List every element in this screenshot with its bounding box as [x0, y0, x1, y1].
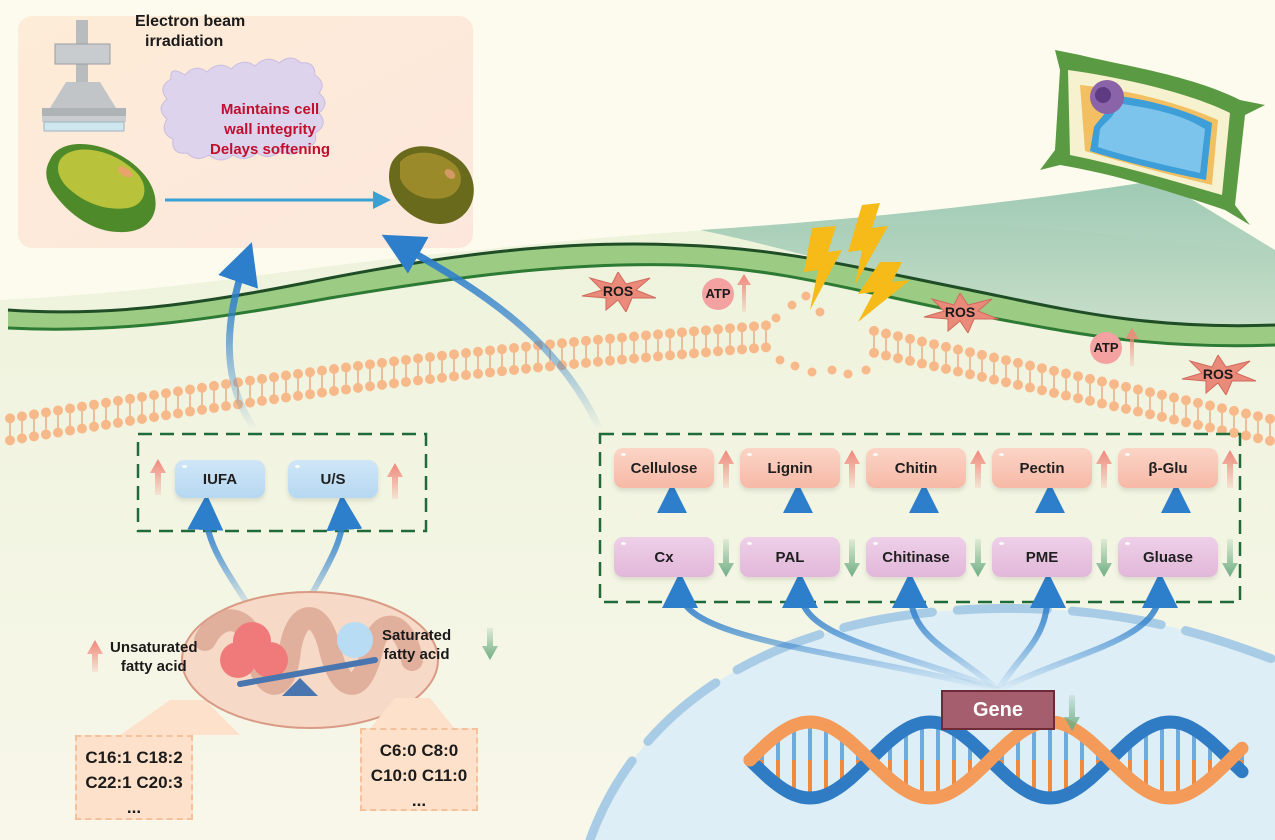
fatty-acid-to-bean-arrow — [218, 242, 259, 433]
dna-strand-orange — [743, 715, 1249, 805]
gene-to-enzyme-arrow — [782, 572, 1000, 693]
atp-label: ATP — [705, 286, 731, 301]
effect-cloud — [160, 57, 326, 161]
enzyme-box-gluase: Gluase — [1118, 537, 1218, 577]
gene-to-enzyme-arrow — [996, 572, 1178, 693]
fatty-acid-example: C16:1 C18:2 — [85, 748, 183, 767]
component-box-cellulose: Cellulose — [614, 448, 714, 488]
lipid-bilayer — [5, 291, 1275, 446]
fatty-acid-example: ... — [126, 798, 142, 817]
treatment-label-line2: irradiation — [145, 33, 224, 50]
cell-wall-outer-edge — [7, 242, 1275, 328]
atp-up-arrow-icon — [1090, 328, 1139, 366]
enzyme-box-pme: PME — [992, 537, 1092, 577]
ros-star-icon — [923, 293, 999, 333]
plant-cell-icon — [1040, 50, 1265, 225]
fatty-acid-example: ... — [411, 791, 427, 810]
index-box-iufa: IUFA — [175, 460, 265, 498]
radiation-lightning-icon — [804, 203, 910, 322]
box-label: Gluase — [1142, 548, 1194, 566]
ros-star-icon — [581, 272, 657, 312]
atp-label: ATP — [1093, 340, 1119, 355]
component-box-chitin: Chitin — [866, 448, 966, 488]
treated-bean-icon — [389, 146, 474, 224]
effect-line: wall integrity — [224, 121, 316, 138]
treatment-label: Electron beam irradiation — [135, 12, 245, 52]
atp-up-arrow-icon — [702, 274, 751, 312]
ros-marker: ROS — [1178, 355, 1258, 395]
box-label: Pectin — [1019, 459, 1065, 477]
unsaturated-label: Unsaturated fatty acid — [110, 638, 198, 676]
mitochondrion — [181, 591, 439, 729]
box-label: Chitinase — [882, 548, 950, 566]
ros-marker: ROS — [578, 272, 658, 312]
extracellular-region — [700, 180, 1275, 341]
dna-strand-blue — [743, 715, 1249, 805]
box-label: β-Glu — [1148, 459, 1188, 477]
unsaturated-examples-box: C16:1 C18:2 C22:1 C20:3 ... — [75, 735, 193, 820]
nuclear-envelope — [585, 603, 1275, 840]
saturated-label: Saturated fatty acid — [382, 626, 451, 664]
ros-label: ROS — [944, 304, 976, 320]
ros-label: ROS — [602, 283, 634, 299]
electron-beam-device-icon — [42, 20, 126, 132]
box-label: Cx — [654, 548, 674, 566]
fresh-bean-icon — [46, 143, 156, 233]
ros-star-icon — [1181, 355, 1257, 395]
box-label: Lignin — [767, 459, 813, 477]
saturated-callout — [365, 698, 460, 735]
effect-text: Maintains cell wall integrity Delays sof… — [190, 100, 350, 160]
gene-box: Gene — [941, 690, 1055, 730]
saturated-label-line1: Saturated — [382, 627, 452, 644]
treatment-label-line1: Electron beam — [135, 13, 246, 30]
enzyme-box-pal: PAL — [740, 537, 840, 577]
ros-label: ROS — [1202, 366, 1234, 382]
gene-to-enzyme-arrow — [892, 572, 1001, 693]
effect-line: Delays softening — [209, 141, 331, 158]
cell-wall-to-bean-arrow — [381, 234, 604, 432]
box-label: PAL — [775, 548, 805, 566]
gene-to-enzyme-arrow — [995, 572, 1066, 692]
index-label: U/S — [320, 470, 346, 488]
index-label: IUFA — [202, 470, 238, 488]
index-box-us: U/S — [288, 460, 378, 498]
enzyme-box-chitinase: Chitinase — [866, 537, 966, 577]
component-box--glu: β-Glu — [1118, 448, 1218, 488]
gene-to-enzyme-arrows — [662, 572, 1178, 693]
component-box-lignin: Lignin — [740, 448, 840, 488]
fatty-acid-frame — [136, 432, 428, 533]
unsaturated-callout — [120, 700, 240, 735]
fatty-acid-example: C6:0 C8:0 — [379, 741, 459, 760]
atp-marker: ATP — [700, 274, 760, 316]
unsaturated-label-line2: fatty acid — [120, 658, 187, 675]
box-label: Chitin — [894, 459, 938, 477]
fatty-acid-example: C10:0 C11:0 — [370, 766, 468, 785]
saturated-label-line2: fatty acid — [383, 646, 450, 663]
ros-marker: ROS — [920, 293, 1000, 333]
dna-helix — [743, 715, 1249, 805]
gene-to-enzyme-arrow — [662, 572, 999, 693]
enzyme-to-component-arrows — [657, 483, 1191, 534]
enzyme-box-cx: Cx — [614, 537, 714, 577]
component-box-pectin: Pectin — [992, 448, 1092, 488]
box-label: Cellulose — [630, 459, 698, 477]
atp-marker: ATP — [1088, 328, 1148, 370]
unsaturated-label-line1: Unsaturated — [110, 639, 198, 656]
saturated-examples-box: C6:0 C8:0 C10:0 C11:0 ... — [360, 728, 478, 811]
gene-label: Gene — [972, 698, 1024, 721]
fatty-acid-example: C22:1 C20:3 — [85, 773, 183, 792]
effect-line: Maintains cell — [220, 101, 320, 118]
box-label: PME — [1025, 548, 1059, 566]
cell-wall-inner-edge — [7, 263, 1275, 348]
